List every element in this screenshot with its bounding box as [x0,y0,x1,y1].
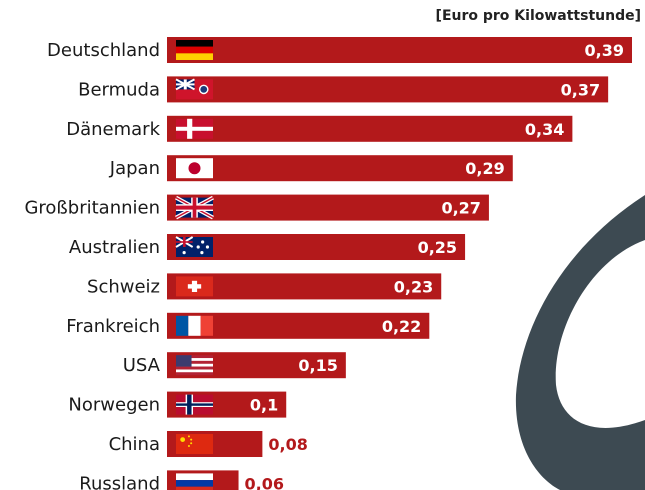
category-label: Frankreich [66,316,160,337]
category-label: Norwegen [68,395,160,416]
bar [167,234,466,260]
category-label: Schweiz [87,276,160,297]
value-label: 0,1 [250,396,278,415]
value-label: 0,37 [561,80,600,99]
category-label: Bermuda [78,79,160,100]
bar [167,76,609,103]
denmark-flag-icon [176,118,213,139]
australia-flag-icon [175,236,213,257]
swoosh-shape [515,195,645,490]
value-label: 0,27 [441,199,480,218]
japan-flag-icon [176,158,213,179]
bar [167,115,573,142]
unit-label: [Euro pro Kilowattstunde] [435,8,641,24]
category-label: Dänemark [66,119,160,140]
uk-flag-icon [175,195,214,220]
value-label: 0,25 [418,238,457,257]
category-label: Russland [79,473,160,490]
bar [167,155,513,182]
category-label: Deutschland [47,40,160,61]
value-label: 0,23 [394,277,433,296]
usa-flag-icon [176,355,213,376]
category-label: Australien [69,237,160,258]
category-label: USA [123,355,161,376]
china-flag-icon [176,434,213,454]
bermuda-flag-icon [175,78,213,100]
switzerland-flag-icon [176,276,213,297]
value-label: 0,29 [465,159,504,178]
bar [167,37,632,63]
value-label: 0,06 [245,474,284,490]
value-label: 0,34 [525,120,564,139]
france-flag-icon [176,315,213,336]
value-label: 0,39 [585,41,624,60]
value-label: 0,15 [298,356,337,375]
value-label: 0,22 [382,317,421,336]
category-label: China [109,434,160,455]
germany-flag-icon [176,40,213,60]
category-label: Japan [109,158,160,179]
russia-flag-icon [176,473,213,490]
category-label: Großbritannien [24,198,160,219]
value-label: 0,08 [268,435,307,454]
norway-flag-icon [176,394,213,415]
bar [167,194,489,221]
